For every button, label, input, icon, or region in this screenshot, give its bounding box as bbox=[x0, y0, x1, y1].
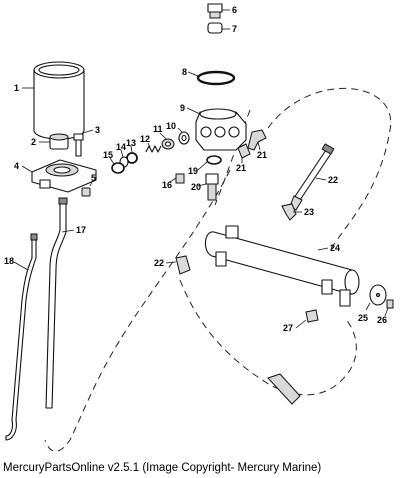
callout-22b: 22 bbox=[154, 258, 164, 268]
callout-27: 27 bbox=[283, 323, 293, 333]
leader-10 bbox=[177, 127, 183, 133]
part-17-dipstick-tube[interactable] bbox=[45, 197, 68, 409]
part-25-seal-plate[interactable] bbox=[369, 284, 387, 306]
callout-12: 12 bbox=[140, 134, 150, 144]
part-24-oil-cooler[interactable] bbox=[204, 225, 360, 307]
leader-16 bbox=[169, 177, 177, 183]
leader-22a bbox=[315, 177, 327, 181]
leader-14 bbox=[120, 149, 124, 158]
part-21-elbow-fitting-lower[interactable] bbox=[237, 143, 251, 159]
part-6-plug[interactable] bbox=[207, 3, 223, 19]
part-1-oil-filter[interactable] bbox=[33, 61, 85, 140]
part-3-bolt[interactable] bbox=[73, 133, 84, 157]
callout-6: 6 bbox=[232, 5, 237, 15]
callout-15: 15 bbox=[103, 150, 113, 160]
part-11-nut[interactable] bbox=[161, 138, 175, 150]
part-12-spring[interactable] bbox=[145, 145, 162, 153]
part-23-elbow[interactable] bbox=[281, 203, 297, 221]
part-26-screw[interactable] bbox=[386, 299, 394, 309]
part-8-o-ring[interactable] bbox=[196, 70, 236, 86]
callout-20: 20 bbox=[191, 182, 201, 192]
leader-24 bbox=[317, 247, 329, 251]
part-10-washer[interactable] bbox=[178, 131, 190, 145]
leader-12 bbox=[147, 142, 151, 148]
part-5-fitting[interactable] bbox=[81, 187, 91, 197]
leader-18 bbox=[13, 261, 29, 271]
leader-3 bbox=[82, 129, 94, 134]
leader-9 bbox=[186, 107, 201, 115]
callout-1: 1 bbox=[14, 83, 19, 93]
leader-25 bbox=[365, 302, 371, 311]
callout-25: 25 bbox=[358, 313, 368, 323]
part-20-sensor-fitting[interactable] bbox=[205, 173, 219, 201]
callout-23: 23 bbox=[304, 207, 314, 217]
callout-4: 4 bbox=[14, 161, 19, 171]
callout-16: 16 bbox=[162, 180, 172, 190]
callout-18: 18 bbox=[4, 256, 14, 266]
part-2-filter-adapter[interactable] bbox=[49, 133, 69, 150]
callout-8: 8 bbox=[182, 67, 187, 77]
callout-13: 13 bbox=[126, 138, 136, 148]
part-22-hose-fitting-upper[interactable] bbox=[289, 143, 335, 211]
copyright-caption: MercuryPartsOnline v2.5.1 (Image Copyrig… bbox=[3, 462, 322, 474]
leader-26 bbox=[384, 307, 389, 317]
callout-2: 2 bbox=[31, 137, 36, 147]
part-18-drain-line[interactable] bbox=[5, 233, 38, 441]
callout-17: 17 bbox=[76, 225, 86, 235]
hose-route-outer bbox=[267, 87, 392, 251]
leader-22b bbox=[165, 261, 177, 264]
leader-5 bbox=[89, 181, 93, 187]
part-7-cap[interactable] bbox=[207, 22, 223, 34]
callout-7: 7 bbox=[232, 24, 237, 34]
part-22-hose-fitting-lower[interactable] bbox=[175, 255, 191, 275]
leader-21b bbox=[257, 141, 261, 151]
leader-8 bbox=[187, 71, 199, 77]
callout-26: 26 bbox=[377, 315, 387, 325]
leader-17 bbox=[61, 229, 75, 233]
hose-route-inner bbox=[214, 109, 251, 206]
callout-5: 5 bbox=[91, 173, 96, 183]
callout-10: 10 bbox=[166, 121, 176, 131]
hose-elbow-lower bbox=[267, 373, 301, 405]
leader-15 bbox=[109, 157, 115, 165]
leader-11 bbox=[159, 132, 167, 140]
callout-9: 9 bbox=[180, 103, 185, 113]
hose-route-loop bbox=[44, 169, 231, 452]
leader-13 bbox=[130, 145, 133, 153]
callout-21b: 21 bbox=[257, 150, 267, 160]
leader-19 bbox=[197, 161, 208, 171]
part-27-fitting[interactable] bbox=[305, 309, 319, 323]
part-16-fitting[interactable] bbox=[175, 173, 185, 184]
part-9-valve-housing[interactable] bbox=[195, 108, 247, 151]
part-19-o-ring[interactable] bbox=[206, 155, 222, 165]
leader-20 bbox=[197, 183, 207, 187]
callout-14: 14 bbox=[116, 142, 126, 152]
part-15-o-ring[interactable] bbox=[111, 162, 125, 174]
callout-21a: 21 bbox=[236, 163, 246, 173]
callout-22a: 22 bbox=[328, 175, 338, 185]
leader-27 bbox=[295, 319, 307, 329]
part-21-elbow-fitting-upper[interactable] bbox=[247, 129, 267, 151]
callout-11: 11 bbox=[153, 124, 163, 134]
leader-4 bbox=[21, 165, 33, 173]
callout-24: 24 bbox=[330, 243, 340, 253]
part-4-filter-base[interactable] bbox=[31, 159, 97, 193]
callout-3: 3 bbox=[95, 125, 100, 135]
callout-19: 19 bbox=[188, 166, 198, 176]
